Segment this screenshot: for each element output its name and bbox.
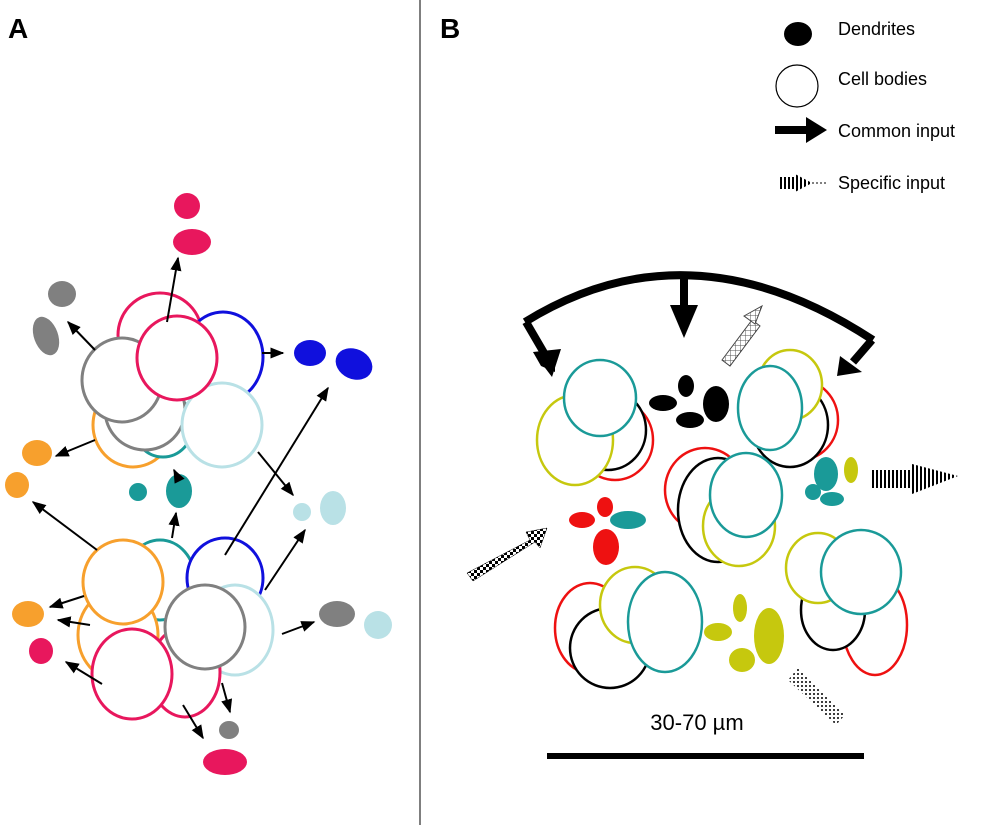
dendrite-light-blue	[364, 611, 392, 639]
specific-input-grid	[743, 304, 763, 325]
dendrite-black	[703, 386, 729, 422]
specific-inputs	[466, 304, 958, 725]
cell-body-teal	[708, 451, 784, 539]
arrow	[64, 661, 103, 685]
dendrite-gray	[48, 281, 76, 307]
dendrite-pink	[173, 229, 211, 255]
arrow	[48, 595, 85, 609]
specific-input-vstripe	[872, 464, 958, 494]
specific-input-dots	[788, 668, 845, 725]
arrow	[168, 511, 180, 539]
dendrite-teal	[129, 483, 147, 501]
specific-input-grid	[721, 319, 761, 367]
arrow	[264, 528, 306, 591]
dendrite-blue	[294, 340, 326, 366]
panel-a-dendrites	[5, 193, 392, 775]
legend-specific-input-icon	[778, 174, 826, 192]
cell-body-teal	[819, 528, 903, 616]
dendrite-teal	[820, 492, 844, 506]
arrow	[166, 256, 182, 323]
dendrite-yellow	[733, 594, 747, 622]
dendrite-pink	[29, 638, 53, 664]
dendrite-blue	[335, 348, 373, 380]
legend-cell-bodies-label: Cell bodies	[838, 69, 927, 89]
specific-input-checker	[466, 527, 548, 582]
cell-body-teal	[562, 358, 638, 438]
legend: Dendrites Cell bodies Common input Speci…	[775, 19, 955, 193]
scale-bar-label: 30-70 µm	[650, 710, 743, 735]
dendrite-teal	[166, 474, 192, 508]
panel-label-b: B	[440, 13, 460, 44]
panel-b-cells	[535, 348, 909, 690]
cell-body-light-blue	[180, 381, 264, 469]
dendrite-orange	[5, 472, 29, 498]
arrow	[56, 616, 91, 628]
arrow	[182, 704, 204, 740]
panel-label-a: A	[8, 13, 28, 44]
cell-body-gray	[163, 583, 247, 671]
cell-body-teal	[626, 570, 704, 674]
dendrite-orange	[12, 601, 44, 627]
arrow	[31, 501, 98, 551]
dendrite-red	[593, 529, 619, 565]
dendrite-black	[649, 395, 677, 411]
dendrite-red	[569, 512, 595, 528]
dendrite-yellow	[754, 608, 784, 664]
arrow	[67, 320, 96, 351]
dendrite-yellow	[844, 457, 858, 483]
arrow	[221, 682, 233, 714]
panel-a-arrows	[31, 256, 329, 740]
dendrite-teal	[814, 457, 838, 491]
arrow	[281, 621, 316, 635]
dendrite-light-blue	[293, 503, 311, 521]
legend-cell-body-icon	[775, 64, 819, 108]
dendrite-pink	[203, 749, 247, 775]
cell-body-teal	[736, 364, 804, 452]
cell-body-pink	[135, 314, 219, 402]
dendrite-yellow	[704, 623, 732, 641]
common-input-arc	[522, 271, 876, 377]
dendrite-red	[597, 497, 613, 517]
legend-specific-input-label: Specific input	[838, 173, 945, 193]
arrow	[173, 468, 185, 484]
dendrite-black	[676, 412, 704, 428]
dendrite-yellow	[729, 648, 755, 672]
legend-dendrites-label: Dendrites	[838, 19, 915, 39]
arrow	[54, 439, 96, 457]
cell-body-pink	[90, 627, 174, 721]
dendrite-orange	[22, 440, 52, 466]
cell-body-orange	[81, 538, 165, 626]
dendrite-pink	[174, 193, 200, 219]
legend-common-input-label: Common input	[838, 121, 955, 141]
dendrite-gray	[319, 601, 355, 627]
legend-dendrite-icon	[784, 22, 812, 46]
dendrite-gray	[32, 316, 60, 356]
dendrite-teal	[805, 484, 821, 500]
panel-a-diagram	[76, 291, 275, 721]
legend-common-input-icon	[775, 117, 827, 143]
arrow	[224, 386, 329, 556]
dendrite-gray	[219, 721, 239, 739]
dendrite-black	[678, 375, 694, 397]
dendrite-teal	[610, 511, 646, 529]
dendrite-light-blue	[320, 491, 346, 525]
scale-bar: 30-70 µm	[547, 710, 864, 759]
